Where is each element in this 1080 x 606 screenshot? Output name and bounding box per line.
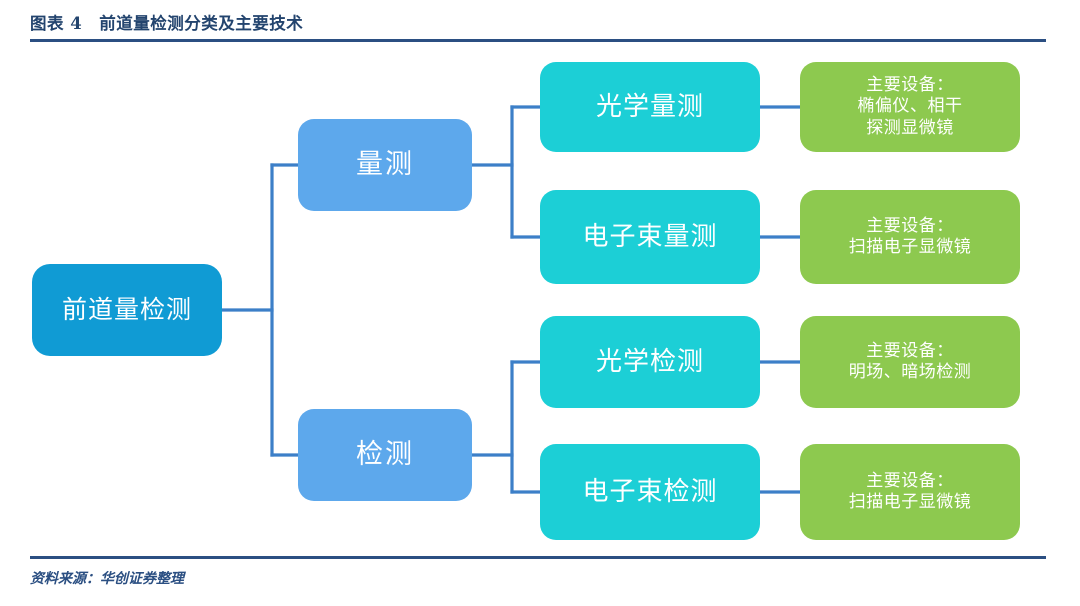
leaf-line: 扫描电子显微镜 [848,237,972,257]
leaf-equipment-lines: 主要设备： 扫描电子显微镜 [843,216,978,259]
node-ebeam-metrology[interactable]: 电子束量测 [540,190,760,284]
leaf-line: 主要设备： [866,215,954,236]
node-optical-inspection[interactable]: 光学检测 [540,316,760,408]
leaf-line: 主要设备： [866,75,954,96]
node-optical-metrology[interactable]: 光学量测 [540,62,760,152]
connector-lines [220,105,802,494]
leaf-equipment-lines: 主要设备： 扫描电子显微镜 [843,471,978,514]
diagram-canvas: 前道量检测 量测 检测 光学量测 电子束量测 光学检测 电子束检测 主要设备： … [0,42,1080,556]
leaf-equipment-ebeam-inspection[interactable]: 主要设备： 扫描电子显微镜 [800,444,1020,540]
leaf-line: 明场、暗场检测 [848,362,972,382]
node-branch-jiance[interactable]: 检测 [298,409,472,501]
header-divider [30,39,1046,42]
node-root[interactable]: 前道量检测 [32,264,222,356]
node-ebeam-inspection[interactable]: 电子束检测 [540,444,760,540]
leaf-line: 扫描电子显微镜 [848,492,972,512]
leaf-equipment-optical-inspection[interactable]: 主要设备： 明场、暗场检测 [800,316,1020,408]
leaf-line: 主要设备： [866,340,954,361]
node-branch-liangce[interactable]: 量测 [298,119,472,211]
leaf-line: 探测显微镜 [866,117,954,138]
footer-divider [30,556,1046,559]
leaf-line: 椭偏仪、相干 [857,96,963,117]
leaf-equipment-lines: 主要设备： 椭偏仪、相干 探测显微镜 [852,75,969,139]
leaf-line: 主要设备： [866,470,954,491]
leaf-equipment-optical-metrology[interactable]: 主要设备： 椭偏仪、相干 探测显微镜 [800,62,1020,152]
page-title: 图表 4 前道量检测分类及主要技术 [30,14,304,33]
figure-header: 图表 4 前道量检测分类及主要技术 [0,0,1080,42]
leaf-equipment-lines: 主要设备： 明场、暗场检测 [843,341,978,384]
leaf-equipment-ebeam-metrology[interactable]: 主要设备： 扫描电子显微镜 [800,190,1020,284]
source-note: 资料来源：华创证券整理 [30,571,184,587]
